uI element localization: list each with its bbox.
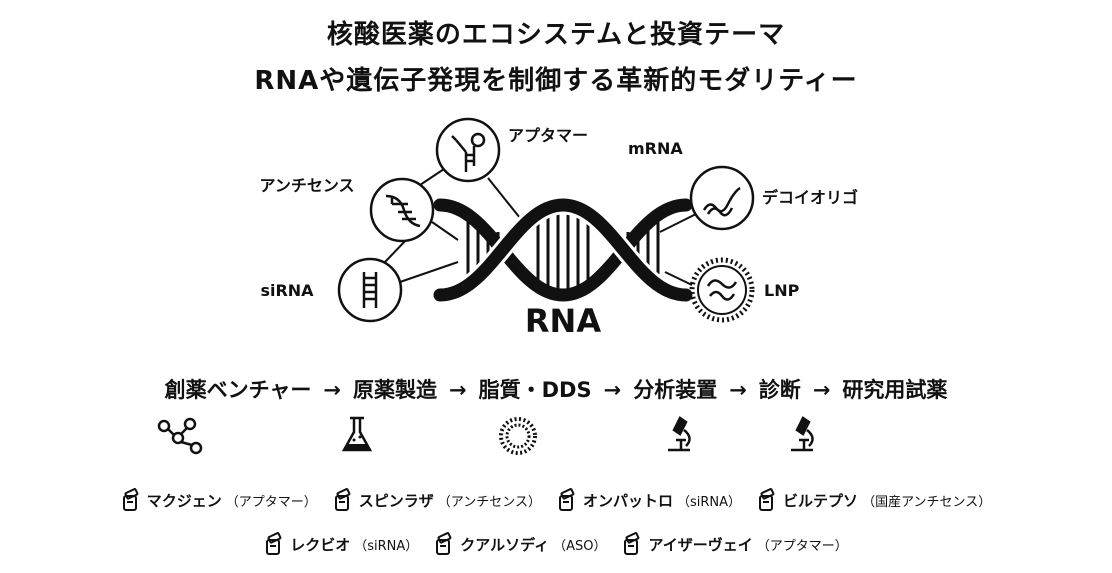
drug-item: クアルソディ（ASO） [434, 532, 606, 556]
network-icon [157, 417, 203, 455]
drug-item: スピンラザ（アンチセンス） [333, 488, 541, 512]
step-research-reagents: 研究用試薬 [842, 378, 948, 402]
medicine-bottle-icon [558, 488, 575, 511]
value-chain-icons [157, 416, 814, 455]
step-api-manufacturing: 原薬製造 [352, 378, 437, 402]
drug-name: アイザーヴェイ [648, 535, 753, 554]
drug-name: ビルテプソ [783, 491, 859, 510]
arrow-icon: → [603, 378, 622, 402]
medicine-bottle-icon [624, 532, 640, 555]
page-title: 核酸医薬のエコシステムと投資テーマ [326, 20, 786, 50]
value-chain: 創薬ベンチャー → 原薬製造 → 脂質・DDS → 分析装置 → 診断 → 研究用試薬 [0, 374, 1112, 404]
drug-type: （国産アンチセンス） [862, 494, 992, 510]
sirna-node: siRNA [260, 257, 403, 323]
decoy-node: デコイオリゴ [689, 165, 858, 231]
microscope-icon [791, 416, 814, 452]
microscope-icon [668, 416, 691, 452]
drug-name: マクジェン [146, 491, 222, 510]
drug-name: レクビオ [290, 535, 351, 554]
drug-name: オンパットロ [582, 491, 673, 510]
antisense-icon [385, 194, 421, 228]
antisense-node: アンチセンス [259, 176, 435, 243]
drug-list-row-2: レクビオ（siRNA） クアルソディ（ASO） アイザーヴェイ（アプタマー） [0, 532, 1112, 556]
rna-center-label: RNA [525, 302, 601, 340]
lnp-node: LNP [689, 257, 800, 323]
flask-icon [341, 416, 373, 452]
sirna-label: siRNA [260, 281, 314, 300]
decoy-label: デコイオリゴ [762, 188, 858, 207]
arrow-icon: → [729, 378, 747, 402]
arrow-icon: → [323, 378, 341, 402]
medicine-bottle-icon [436, 532, 452, 555]
step-diagnostics: 診断 [758, 378, 801, 402]
rna-ecosystem-diagram: RNA アプタマー mRNA アンチセンス [259, 117, 858, 340]
drug-list-row-1: マクジェン（アプタマー） スピンラザ（アンチセンス） オンパットロ（siRNA）… [0, 488, 1112, 512]
step-drug-discovery: 創薬ベンチャー [164, 378, 312, 402]
antisense-label: アンチセンス [259, 176, 354, 195]
drug-name: スピンラザ [358, 491, 434, 510]
aptamer-label: アプタマー [508, 126, 588, 145]
medicine-bottle-icon [759, 488, 775, 511]
arrow-icon: → [448, 378, 467, 402]
drug-item: マクジェン（アプタマー） [121, 488, 317, 512]
arrow-icon: → [812, 378, 831, 402]
drug-item: ビルテプソ（国産アンチセンス） [757, 488, 991, 512]
step-analytical-instruments: 分析装置 [633, 378, 718, 402]
drug-item: オンパットロ（siRNA） [557, 488, 741, 512]
drug-type: （アプタマー） [756, 538, 848, 554]
drug-type: （siRNA） [677, 494, 742, 510]
drug-type: （アンチセンス） [437, 494, 541, 510]
medicine-bottle-icon [266, 532, 282, 555]
drug-item: レクビオ（siRNA） [264, 532, 418, 556]
aptamer-node: アプタマー [435, 117, 588, 183]
lnp-icon [706, 279, 738, 301]
drug-type: （ASO） [553, 538, 607, 554]
mrna-label: mRNA [628, 139, 683, 158]
medicine-bottle-icon [334, 488, 351, 511]
lnp-label: LNP [764, 281, 800, 300]
step-lipid-dds: 脂質・DDS [478, 378, 592, 402]
aptamer-icon [451, 132, 486, 172]
drug-type: （アプタマー） [225, 494, 317, 510]
drug-name: クアルソディ [460, 535, 550, 554]
decoy-oligo-icon [702, 186, 741, 217]
sirna-icon [362, 272, 378, 308]
drug-item: アイザーヴェイ（アプタマー） [622, 532, 848, 556]
dna-helix-icon [433, 195, 693, 305]
lipid-ring-icon [499, 417, 537, 455]
medicine-bottle-icon [122, 488, 139, 511]
page-subtitle: RNAや遺伝子発現を制御する革新的モダリティー [254, 66, 858, 96]
drug-type: （siRNA） [354, 538, 419, 554]
